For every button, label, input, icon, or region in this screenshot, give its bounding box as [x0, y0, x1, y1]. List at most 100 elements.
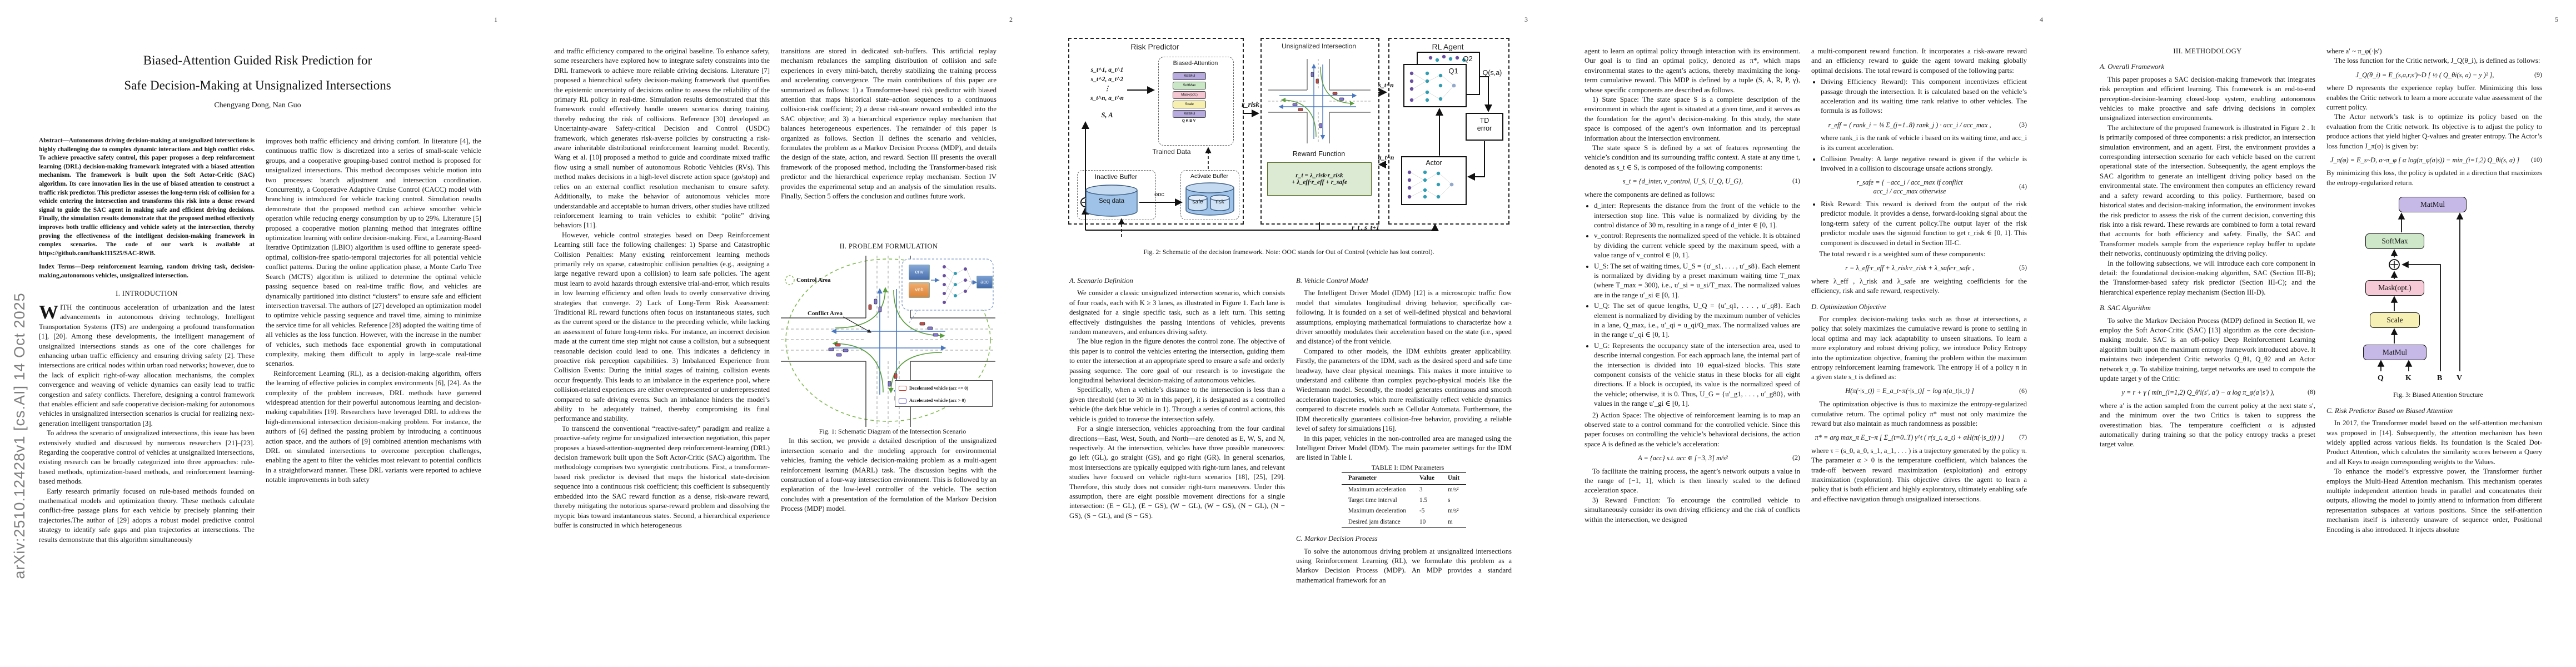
seq-line: s_t^1, a_t^1	[1090, 67, 1124, 73]
paragraph: In this paper, vehicles in the non-contr…	[1296, 434, 1512, 462]
list-item: U_S: The set of waiting times, U_S = {u′…	[1594, 262, 1800, 301]
subsection-heading: A. Scenario Definition	[1069, 277, 1133, 285]
equation-body: H(π(·|s_t)) = E_a_t~π(·|s_t)[ − log π(a_…	[1845, 387, 1974, 395]
page4-column-2: a multi-component reward function. It in…	[1811, 47, 2027, 504]
paragraph: where a′ ~ π_φ(·|s′)	[2326, 47, 2382, 55]
table-header: Unit	[1441, 472, 1467, 485]
table-header: Value	[1412, 472, 1441, 485]
paragraph: However, vehicle control strategies base…	[554, 231, 770, 423]
paragraph: agent to learn an optimal policy through…	[1585, 47, 1800, 94]
page1-column-1: Abstract—Autonomous driving decision-mak…	[39, 137, 255, 545]
equation-10: J_π(φ) = E_s~D, a~π_φ [ α log(π_φ(a|s)) …	[2326, 155, 2542, 165]
equation-body: J_Q(θ_i) = E_(s,a,r,s′)~D [ ½ ( Q_θi(s, …	[2355, 71, 2494, 79]
paragraph: a multi-component reward function. It in…	[1811, 47, 2027, 74]
list-item: Driving Efficiency Reward): This compone…	[1821, 77, 2027, 116]
page-number: 2	[1009, 16, 1013, 23]
list-item: Collision Penalty: A large negative rewa…	[1821, 155, 2027, 174]
paragraph: To solve the autonomous driving problem …	[1296, 547, 1512, 584]
equation-number: (5)	[2019, 263, 2027, 272]
risk-buffer-label: risk	[1215, 199, 1224, 205]
reward-list: Risk Reward: This reward is derived from…	[1811, 200, 2027, 248]
paragraph: transitions are stored in dedicated sub-…	[781, 47, 996, 201]
section-heading-methodology: III. METHODOLOGY	[2173, 47, 2242, 55]
cell: Maximum acceleration	[1348, 486, 1406, 493]
subsection-heading: B. SAC Algorithm	[2100, 304, 2151, 312]
page3-column-2: B. Vehicle Control Model The Intelligent…	[1296, 270, 1512, 585]
fig1-legend: Decelerated vehicle (acc <= 0) Accelerat…	[895, 380, 993, 407]
reward-function-label: Reward Function	[1292, 150, 1346, 158]
abstract: Abstract—Autonomous driving decision-mak…	[39, 137, 255, 257]
scale-block: Scale	[2370, 312, 2420, 328]
paragraph: To facilitate the training process, the …	[1585, 467, 1800, 495]
paragraph: where λ_eff , λ_risk and λ_safe are weig…	[1811, 277, 2027, 295]
equation-4: r_safe = { −acc_i / acc_max if conflict …	[1811, 178, 2027, 196]
q2-label: Q2	[1463, 54, 1473, 63]
accelerated-vehicle-icon	[899, 398, 906, 404]
page-number: 5	[2555, 16, 2558, 23]
figure-1-intersection-scenario: Control Area Conflict Area env veh acc D…	[781, 255, 995, 427]
q1-label: Q1	[1448, 67, 1458, 75]
paragraph: In this section, we provide a detailed d…	[781, 437, 996, 513]
paragraph: and traffic efficiency compared to the o…	[554, 47, 770, 230]
equation-number: (7)	[2019, 433, 2027, 441]
list-item: U_G: Represents the occupancy state of t…	[1594, 341, 1800, 409]
biased-attention-title: Biased-Attention	[1173, 60, 1218, 67]
cell: 3	[1419, 486, 1423, 493]
control-area-icon	[785, 275, 795, 285]
equation-body: y = r + γ ( min_(i=1,2) Q_θ′i(s′, a′) − …	[2121, 389, 2275, 397]
reward-list: Driving Efficiency Reward): This compone…	[1811, 77, 2027, 116]
paragraph: Early research primarily focused on rule…	[39, 487, 255, 544]
paragraph: The loss function for the Critic network…	[2334, 57, 2540, 65]
paragraph: Specifically, when a vehicle’s distance …	[1069, 386, 1285, 423]
td-error-label: TD error	[1477, 117, 1492, 132]
risk-predictor-box	[1068, 38, 1244, 225]
paragraph: The state space S is defined by a set of…	[1585, 144, 1800, 171]
cell: m/s²	[1447, 507, 1459, 515]
drop-cap: W	[39, 301, 58, 323]
paragraph: where rank_i is the rank of vehicle i ba…	[1821, 134, 2027, 152]
attn-matmul-top: MatMul	[1173, 72, 1206, 80]
page-5: 5 III. METHODOLOGY A. Overall Framework …	[2061, 0, 2576, 667]
equation-2: A = {acc} s.t. acc ∈ [−3, 3] m/s²(2)	[1585, 453, 1800, 462]
equation-number: (9)	[2534, 70, 2542, 78]
cell: 10	[1412, 516, 1441, 529]
matmul-top-block: MatMul	[2399, 197, 2467, 213]
equation-body: π* = arg max_π E_τ~π [ Σ_(t=0..T) γ^t ( …	[1815, 434, 2005, 442]
fig2-linework-svg	[1080, 52, 1503, 237]
seq-data-label: Seq data	[1098, 198, 1125, 205]
figure-2-caption: Fig. 2: Schematic of the decision framew…	[1143, 248, 1434, 256]
title-line-2: Safe Decision-Making at Unsignalized Int…	[124, 78, 391, 92]
activate-buffer-box	[1180, 170, 1239, 220]
table-header: Parameter	[1341, 472, 1413, 485]
s-t-label: s_t^n	[1378, 81, 1394, 89]
paragraph: To address the scenario of unsignalized …	[39, 429, 255, 486]
sequence-input: s_t^1, a_t^1 s_t^2, a_t^2 ⋮ s_t^n, a_t^n	[1087, 66, 1127, 103]
page5-column-2: where a′ ~ π_φ(·|s′) The loss function f…	[2326, 47, 2542, 535]
page4-column-1: agent to learn an optimal policy through…	[1585, 47, 1800, 525]
paragraph: The optimization objective is thus to ma…	[1811, 400, 2027, 427]
subsection-heading: C. Risk Predictor Based on Biased Attent…	[2326, 406, 2453, 415]
cell: m/s²	[1447, 486, 1459, 493]
section-heading-problem-formulation: II. PROBLEM FORMULATION	[839, 242, 938, 250]
page3-column-1: A. Scenario Definition We consider a cla…	[1069, 270, 1285, 521]
k-input-label: K	[2405, 374, 2411, 383]
cell: 1.5	[1419, 496, 1427, 504]
paragraph: For a single intersection, vehicles appr…	[1069, 425, 1285, 520]
ooc-label: ooc	[1154, 191, 1164, 198]
arxiv-watermark: arXiv:2510.12428v1 [cs.AI] 14 Oct 2025	[11, 292, 28, 579]
paragraph: where D represents the experience replay…	[2326, 84, 2542, 112]
equation-number: (4)	[2019, 182, 2027, 191]
paragraph: improves both traffic efficiency and dri…	[266, 137, 481, 368]
paragraph: To transcend the conventional “reactive-…	[554, 424, 770, 529]
figure-3-biased-attention: MatMul SoftMax Mask(opt.) Scale MatMul Q…	[2326, 192, 2541, 390]
attn-softmax: SoftMax	[1173, 82, 1206, 89]
page-number: 1	[494, 16, 497, 23]
table-1-caption: TABLE I: IDM Parameters	[1371, 463, 1444, 471]
equation-3: r_eff = ( rank_i − ⅛ Σ_(j=1..8) rank_j )…	[1811, 120, 2027, 130]
seq-line: s_t^2, a_t^2	[1090, 76, 1124, 83]
equation-number: (2)	[1792, 454, 1800, 462]
paragraph: The architecture of the proposed framewo…	[2100, 123, 2315, 258]
page-2: 2 and traffic efficiency compared to the…	[515, 0, 1030, 667]
section-heading-introduction: I. INTRODUCTION	[116, 289, 178, 297]
paragraph: This paper proposes a SAC decision-makin…	[2100, 75, 2315, 122]
